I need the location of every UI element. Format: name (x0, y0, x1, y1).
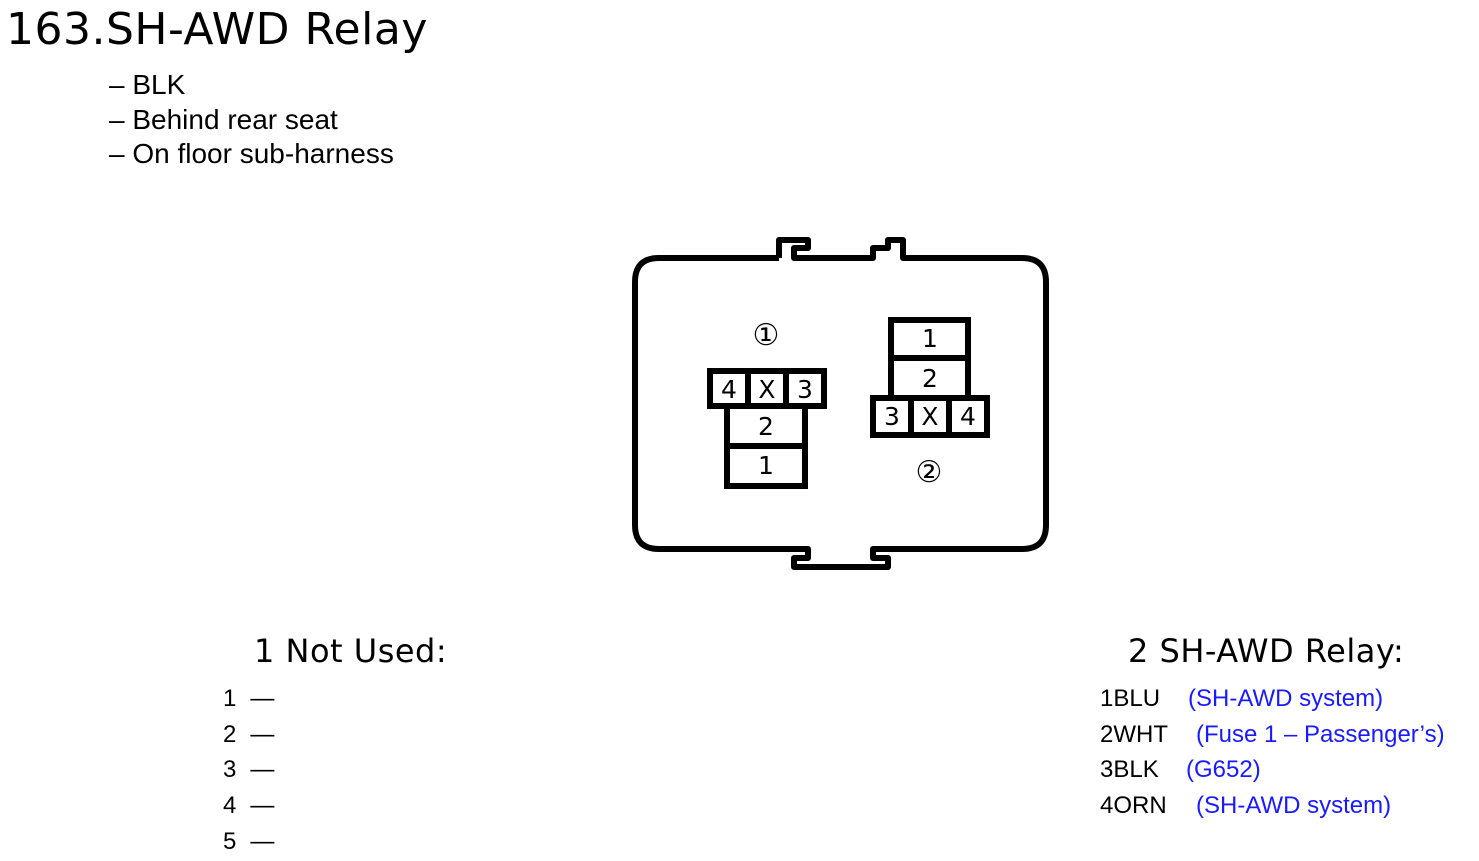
list-item: 1BLU (SH-AWD system) (1100, 684, 1383, 714)
list-item: 4ORN (SH-AWD system) (1100, 791, 1391, 821)
note-harness: – On floor sub-harness (109, 138, 394, 169)
list-item: 2WHT (Fuse 1 – Passenger’s) (1100, 720, 1445, 750)
cavity-label: X (758, 375, 775, 404)
note-location: – Behind rear seat (109, 103, 338, 135)
pin-dash: — (250, 792, 275, 819)
pin-description: (SH-AWD system) (1196, 792, 1392, 819)
pin-number: 3 (223, 756, 237, 783)
connector-2-cavities (870, 317, 990, 438)
pin-number: 2 (223, 721, 237, 748)
cavity-label: 1 (758, 451, 774, 480)
section-2-heading: 2 SH-AWD Relay: (1128, 632, 1405, 670)
section-1-heading: 1 Not Used: (254, 632, 448, 670)
cavity-1-1 (724, 443, 808, 489)
wire-code: 3BLK (1100, 756, 1159, 783)
list-item: 4— (223, 791, 274, 821)
pin-number: 4 (223, 792, 237, 819)
list-item: 1— (223, 684, 274, 714)
connector-2-labels: 1 2 3 X 4 (884, 324, 976, 431)
list-item: 3BLK (G652) (1100, 755, 1261, 785)
connector-2-marker: ② (916, 455, 943, 490)
pin-dash: — (250, 828, 275, 855)
pin-number: 1 (223, 685, 237, 712)
pin-description: (Fuse 1 – Passenger’s) (1196, 721, 1445, 748)
pin-description: (SH-AWD system) (1188, 685, 1384, 712)
cavity-label: 4 (721, 375, 737, 404)
cavity-label: 3 (884, 402, 900, 431)
connector-1-cavities (707, 368, 827, 489)
cavity-label: 2 (758, 412, 774, 441)
wire-code: 4ORN (1100, 792, 1167, 819)
connector-1-marker: ① (753, 318, 780, 353)
cavity-2-4 (946, 395, 990, 438)
connector-notes: – BLK – Behind rear seat – On floor sub-… (109, 68, 394, 172)
pin-dash: — (250, 756, 275, 783)
cavity-label: X (921, 402, 938, 431)
note-color: – BLK (109, 69, 186, 100)
cavity-label: 1 (922, 324, 938, 353)
wire-code: 2WHT (1100, 721, 1168, 748)
cavity-label: 4 (960, 402, 976, 431)
pin-dash: — (250, 685, 275, 712)
page-title: 163.SH-AWD Relay (6, 4, 428, 55)
cavity-label: 2 (922, 364, 938, 393)
pin-number: 5 (223, 828, 237, 855)
wire-code: 1BLU (1100, 685, 1161, 712)
cavity-label: 3 (797, 375, 813, 404)
list-item: 3— (223, 755, 274, 785)
pin-dash: — (250, 721, 275, 748)
list-item: 5— (223, 827, 274, 857)
connector-housing-outline (632, 237, 1049, 570)
connector-1-labels: 4 X 3 2 1 (721, 375, 813, 480)
list-item: 2— (223, 720, 274, 750)
pin-description: (G652) (1186, 756, 1261, 783)
